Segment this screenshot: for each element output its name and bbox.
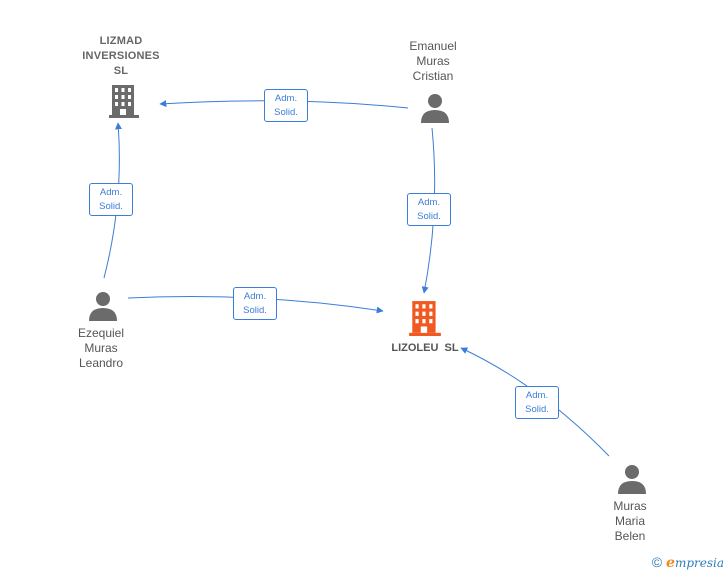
- edge-label-line2: Solid.: [243, 305, 267, 316]
- edge-label-line2: Solid.: [525, 404, 549, 415]
- building-icon-lizoleu: [409, 301, 441, 336]
- building-icon-lizmad: [109, 85, 139, 118]
- edge-label-line2: Solid.: [274, 107, 298, 118]
- edge-label-line2: Solid.: [99, 201, 123, 212]
- edge-label-maria-lizoleu: Adm. Solid.: [515, 386, 559, 419]
- footer-brand: ©empresia: [652, 554, 724, 571]
- edge-label-line1: Adm.: [99, 187, 123, 198]
- edge-label-line1: Adm.: [243, 291, 267, 302]
- node-label-muras-maria: Muras Maria Belen: [613, 499, 647, 543]
- edge-label-line1: Adm.: [417, 197, 441, 208]
- node-label-emanuel: Emanuel Muras Cristian: [409, 39, 457, 83]
- edge-label-emanuel-lizmad: Adm. Solid.: [264, 89, 308, 122]
- node-label-lizoleu: LIZOLEU SL: [391, 342, 459, 354]
- person-icon-muras-maria: [618, 465, 646, 494]
- edge-label-line2: Solid.: [417, 211, 441, 222]
- edge-label-emanuel-lizoleu: Adm. Solid.: [407, 193, 451, 226]
- copyright-icon: ©: [651, 554, 663, 570]
- person-icon-ezequiel: [89, 292, 117, 321]
- brand-logo-initial: e: [666, 555, 675, 571]
- node-label-lizmad: LIZMAD INVERSIONES SL: [82, 35, 160, 77]
- edge-label-ezequiel-lizmad: Adm. Solid.: [89, 183, 133, 216]
- person-icon-emanuel: [421, 94, 449, 123]
- edge-label-line1: Adm.: [525, 390, 549, 401]
- edge-label-line1: Adm.: [274, 93, 298, 104]
- node-label-ezequiel: Ezequiel Muras Leandro: [77, 326, 125, 370]
- edge-label-ezequiel-lizoleu: Adm. Solid.: [233, 287, 277, 320]
- brand-name: mpresia: [674, 556, 724, 570]
